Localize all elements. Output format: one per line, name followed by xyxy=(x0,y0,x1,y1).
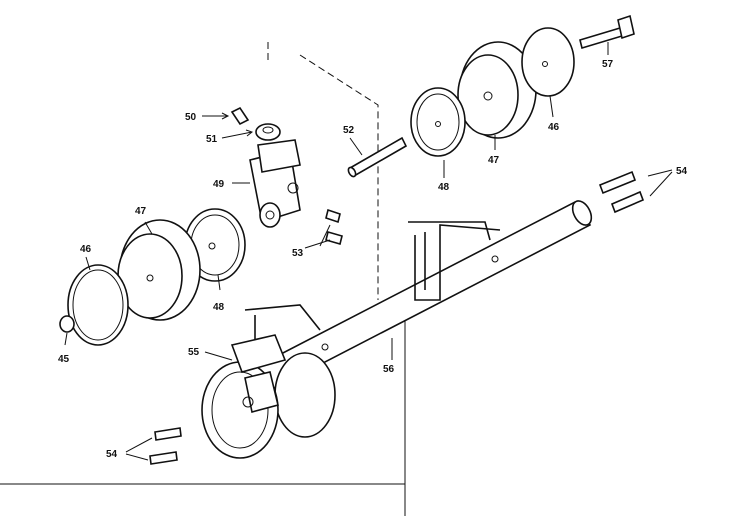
callout-52: 52 xyxy=(343,125,355,136)
callout-47-left: 47 xyxy=(135,206,147,217)
callout-50: 50 xyxy=(185,112,197,123)
bolts-54-left xyxy=(149,427,182,465)
hub-cap-46-left xyxy=(67,264,129,346)
axle-pin-52 xyxy=(347,136,408,178)
callout-46-left: 46 xyxy=(80,244,92,255)
nut-45 xyxy=(59,315,75,333)
callout-47-upper: 47 xyxy=(488,155,500,166)
callout-51: 51 xyxy=(206,134,218,145)
callout-57: 57 xyxy=(602,59,614,70)
callout-54-right: 54 xyxy=(676,166,688,177)
callout-labels: 50 51 49 52 53 48 47 46 57 54 47 46 48 4… xyxy=(58,59,688,460)
hub-cap-46-upper xyxy=(521,27,575,97)
bracket-49 xyxy=(249,139,301,228)
callout-53: 53 xyxy=(292,248,304,259)
bushing-51 xyxy=(255,123,281,141)
wheel-47-left xyxy=(117,219,201,321)
callout-48-left: 48 xyxy=(213,302,225,313)
leader-arrows xyxy=(64,42,673,461)
frame-bracket-upper xyxy=(408,221,501,301)
reference-lines xyxy=(0,42,406,516)
callout-54-left: 54 xyxy=(106,449,118,460)
callout-56: 56 xyxy=(383,364,395,375)
bolts-54-right xyxy=(598,170,645,214)
screw-50 xyxy=(230,106,250,126)
bearing-48-upper xyxy=(410,87,466,157)
callout-48-upper: 48 xyxy=(438,182,450,193)
wheel-assembly-55 xyxy=(201,334,336,459)
callout-46-upper: 46 xyxy=(548,122,560,133)
callout-45: 45 xyxy=(58,354,70,365)
callout-55: 55 xyxy=(188,347,200,358)
screws-53 xyxy=(325,208,343,245)
callout-49: 49 xyxy=(213,179,225,190)
bolt-57 xyxy=(579,14,635,50)
